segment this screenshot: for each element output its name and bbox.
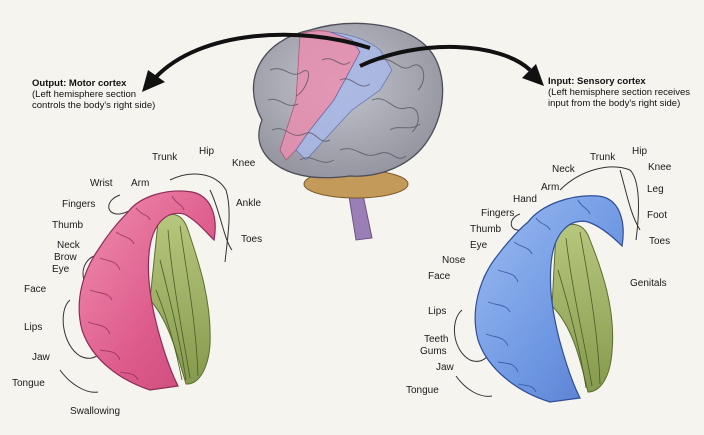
- motor-subtitle-line2: controls the body's right side): [32, 100, 156, 111]
- motor-label-eye: Eye: [52, 264, 70, 275]
- sensory-label-thumb: Thumb: [470, 224, 502, 235]
- motor-label-jaw: Jaw: [32, 352, 50, 363]
- motor-label-trunk: Trunk: [152, 152, 178, 163]
- sensory-label-jaw: Jaw: [436, 362, 454, 373]
- center-brain: [252, 22, 444, 241]
- sensory-subtitle-line2: input from the body's right side): [548, 98, 681, 109]
- sensory-label-gums: Gums: [420, 346, 447, 357]
- sensory-label-arm: Arm: [541, 182, 560, 193]
- sensory-label-knee: Knee: [648, 162, 672, 173]
- motor-label-wrist: Wrist: [90, 178, 113, 189]
- sensory-label-lips: Lips: [428, 306, 447, 317]
- motor-cortex-strip: [78, 190, 216, 391]
- motor-strip-gyri: [87, 195, 185, 381]
- sensory-label-face: Face: [428, 271, 451, 282]
- sensory-label-hip: Hip: [632, 146, 648, 157]
- sensory-subtitle-line1: (Left hemisphere section receives: [548, 87, 691, 98]
- gyri-lines: [267, 58, 425, 163]
- motor-label-tongue: Tongue: [12, 378, 45, 389]
- arrow-to-motor: [142, 32, 371, 92]
- sensory-label-eye: Eye: [470, 240, 488, 251]
- motor-fiber-lines: [155, 225, 199, 381]
- sensory-label-hand: Hand: [513, 194, 537, 205]
- motor-label-neck: Neck: [57, 240, 80, 251]
- sensory-label-nose: Nose: [442, 255, 466, 266]
- sensory-label-tongue: Tongue: [406, 385, 439, 396]
- motor-subtitle-line1: (Left hemisphere section: [32, 89, 137, 100]
- motor-title: Output: Motor cortex: [32, 78, 127, 89]
- sensory-label-trunk: Trunk: [590, 152, 616, 163]
- sensory-strip-gyri: [485, 199, 591, 393]
- sensory-fiber-lines: [557, 231, 601, 389]
- sensory-label-toes: Toes: [649, 236, 671, 247]
- motor-label-hip: Hip: [199, 146, 215, 157]
- motor-label-arm: Arm: [131, 178, 150, 189]
- sensory-header: Input: Sensory cortex (Left hemisphere s…: [548, 76, 690, 109]
- sensory-title: Input: Sensory cortex: [548, 76, 646, 87]
- sensory-label-teeth: Teeth: [424, 334, 449, 345]
- sensory-label-leg: Leg: [647, 184, 664, 195]
- motor-label-ankle: Ankle: [236, 198, 262, 209]
- sensory-label-genitals: Genitals: [630, 278, 667, 289]
- motor-label-lips: Lips: [24, 322, 43, 333]
- motor-label-swallowing: Swallowing: [70, 406, 121, 417]
- sensory-cortex-strip: [474, 195, 624, 403]
- motor-label-face: Face: [24, 284, 47, 295]
- sensory-label-foot: Foot: [647, 210, 668, 221]
- motor-label-knee: Knee: [232, 158, 256, 169]
- motor-header: Output: Motor cortex (Left hemisphere se…: [32, 78, 155, 111]
- arrow-to-sensory: [359, 45, 544, 86]
- motor-label-fingers: Fingers: [62, 199, 96, 210]
- motor-label-thumb: Thumb: [52, 220, 84, 231]
- motor-label-toes: Toes: [241, 234, 263, 245]
- sensory-label-fingers: Fingers: [481, 208, 515, 219]
- sensory-label-neck: Neck: [552, 164, 575, 175]
- motor-label-brow: Brow: [54, 252, 77, 263]
